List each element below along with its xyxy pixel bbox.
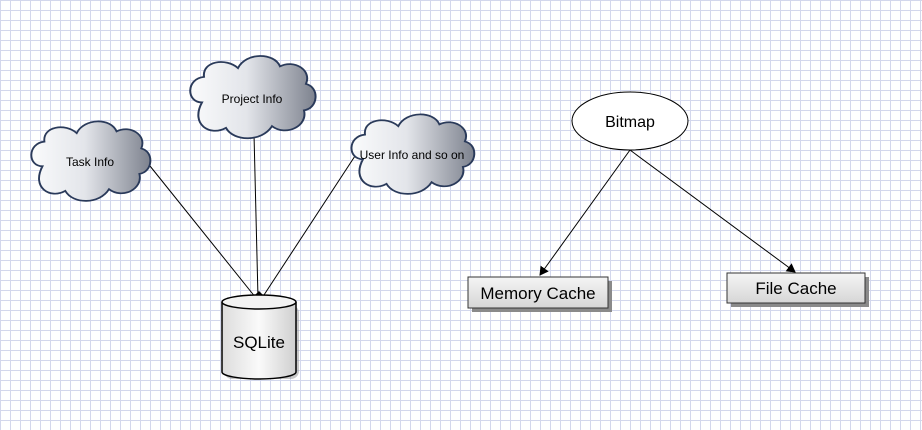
arrow-bitmap-to-file-cache [629,149,796,273]
cloud-user-info[interactable] [350,113,476,195]
connector-task-to-sqlite [149,165,257,299]
file-cache-box[interactable] [726,272,869,307]
arrow-bitmap-to-memory-cache [539,149,631,276]
bitmap-node-label: Bitmap [605,114,655,131]
cloud-task-info[interactable] [30,120,152,202]
bitmap-to-cache-connectors [539,149,796,276]
connector-project-to-sqlite [253,133,259,299]
file-cache-label: File Cache [755,279,836,298]
cloud-to-db-connectors [149,133,356,305]
memory-cache-box[interactable] [467,276,612,312]
database-sqlite-label: SQLite [233,333,285,352]
cloud-project-info[interactable] [189,55,317,140]
bitmap-node[interactable] [571,91,689,151]
cloud-project-info-label: Project Info [222,92,283,106]
cloud-task-info-label: Task Info [66,155,114,169]
cloud-user-info-label: User Info and so on [360,148,465,162]
memory-cache-label: Memory Cache [480,284,595,303]
database-sqlite[interactable] [221,294,299,380]
connector-user-to-sqlite [261,155,356,299]
